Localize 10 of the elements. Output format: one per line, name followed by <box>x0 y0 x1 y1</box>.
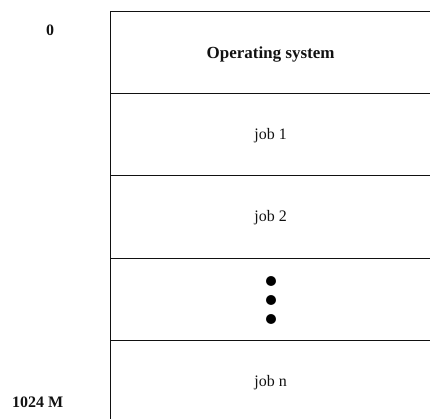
partition-label: job n <box>254 372 287 390</box>
address-label: 0 <box>46 22 54 40</box>
memory-partition <box>110 11 430 94</box>
partition-label: Operating system <box>206 42 334 62</box>
partition-label: job 1 <box>254 126 287 144</box>
partition-label: job 2 <box>254 208 287 226</box>
address-label: 1024 M <box>12 394 64 412</box>
memory-partition <box>110 259 430 341</box>
memory-partition <box>110 94 430 176</box>
memory-partition <box>110 176 430 259</box>
